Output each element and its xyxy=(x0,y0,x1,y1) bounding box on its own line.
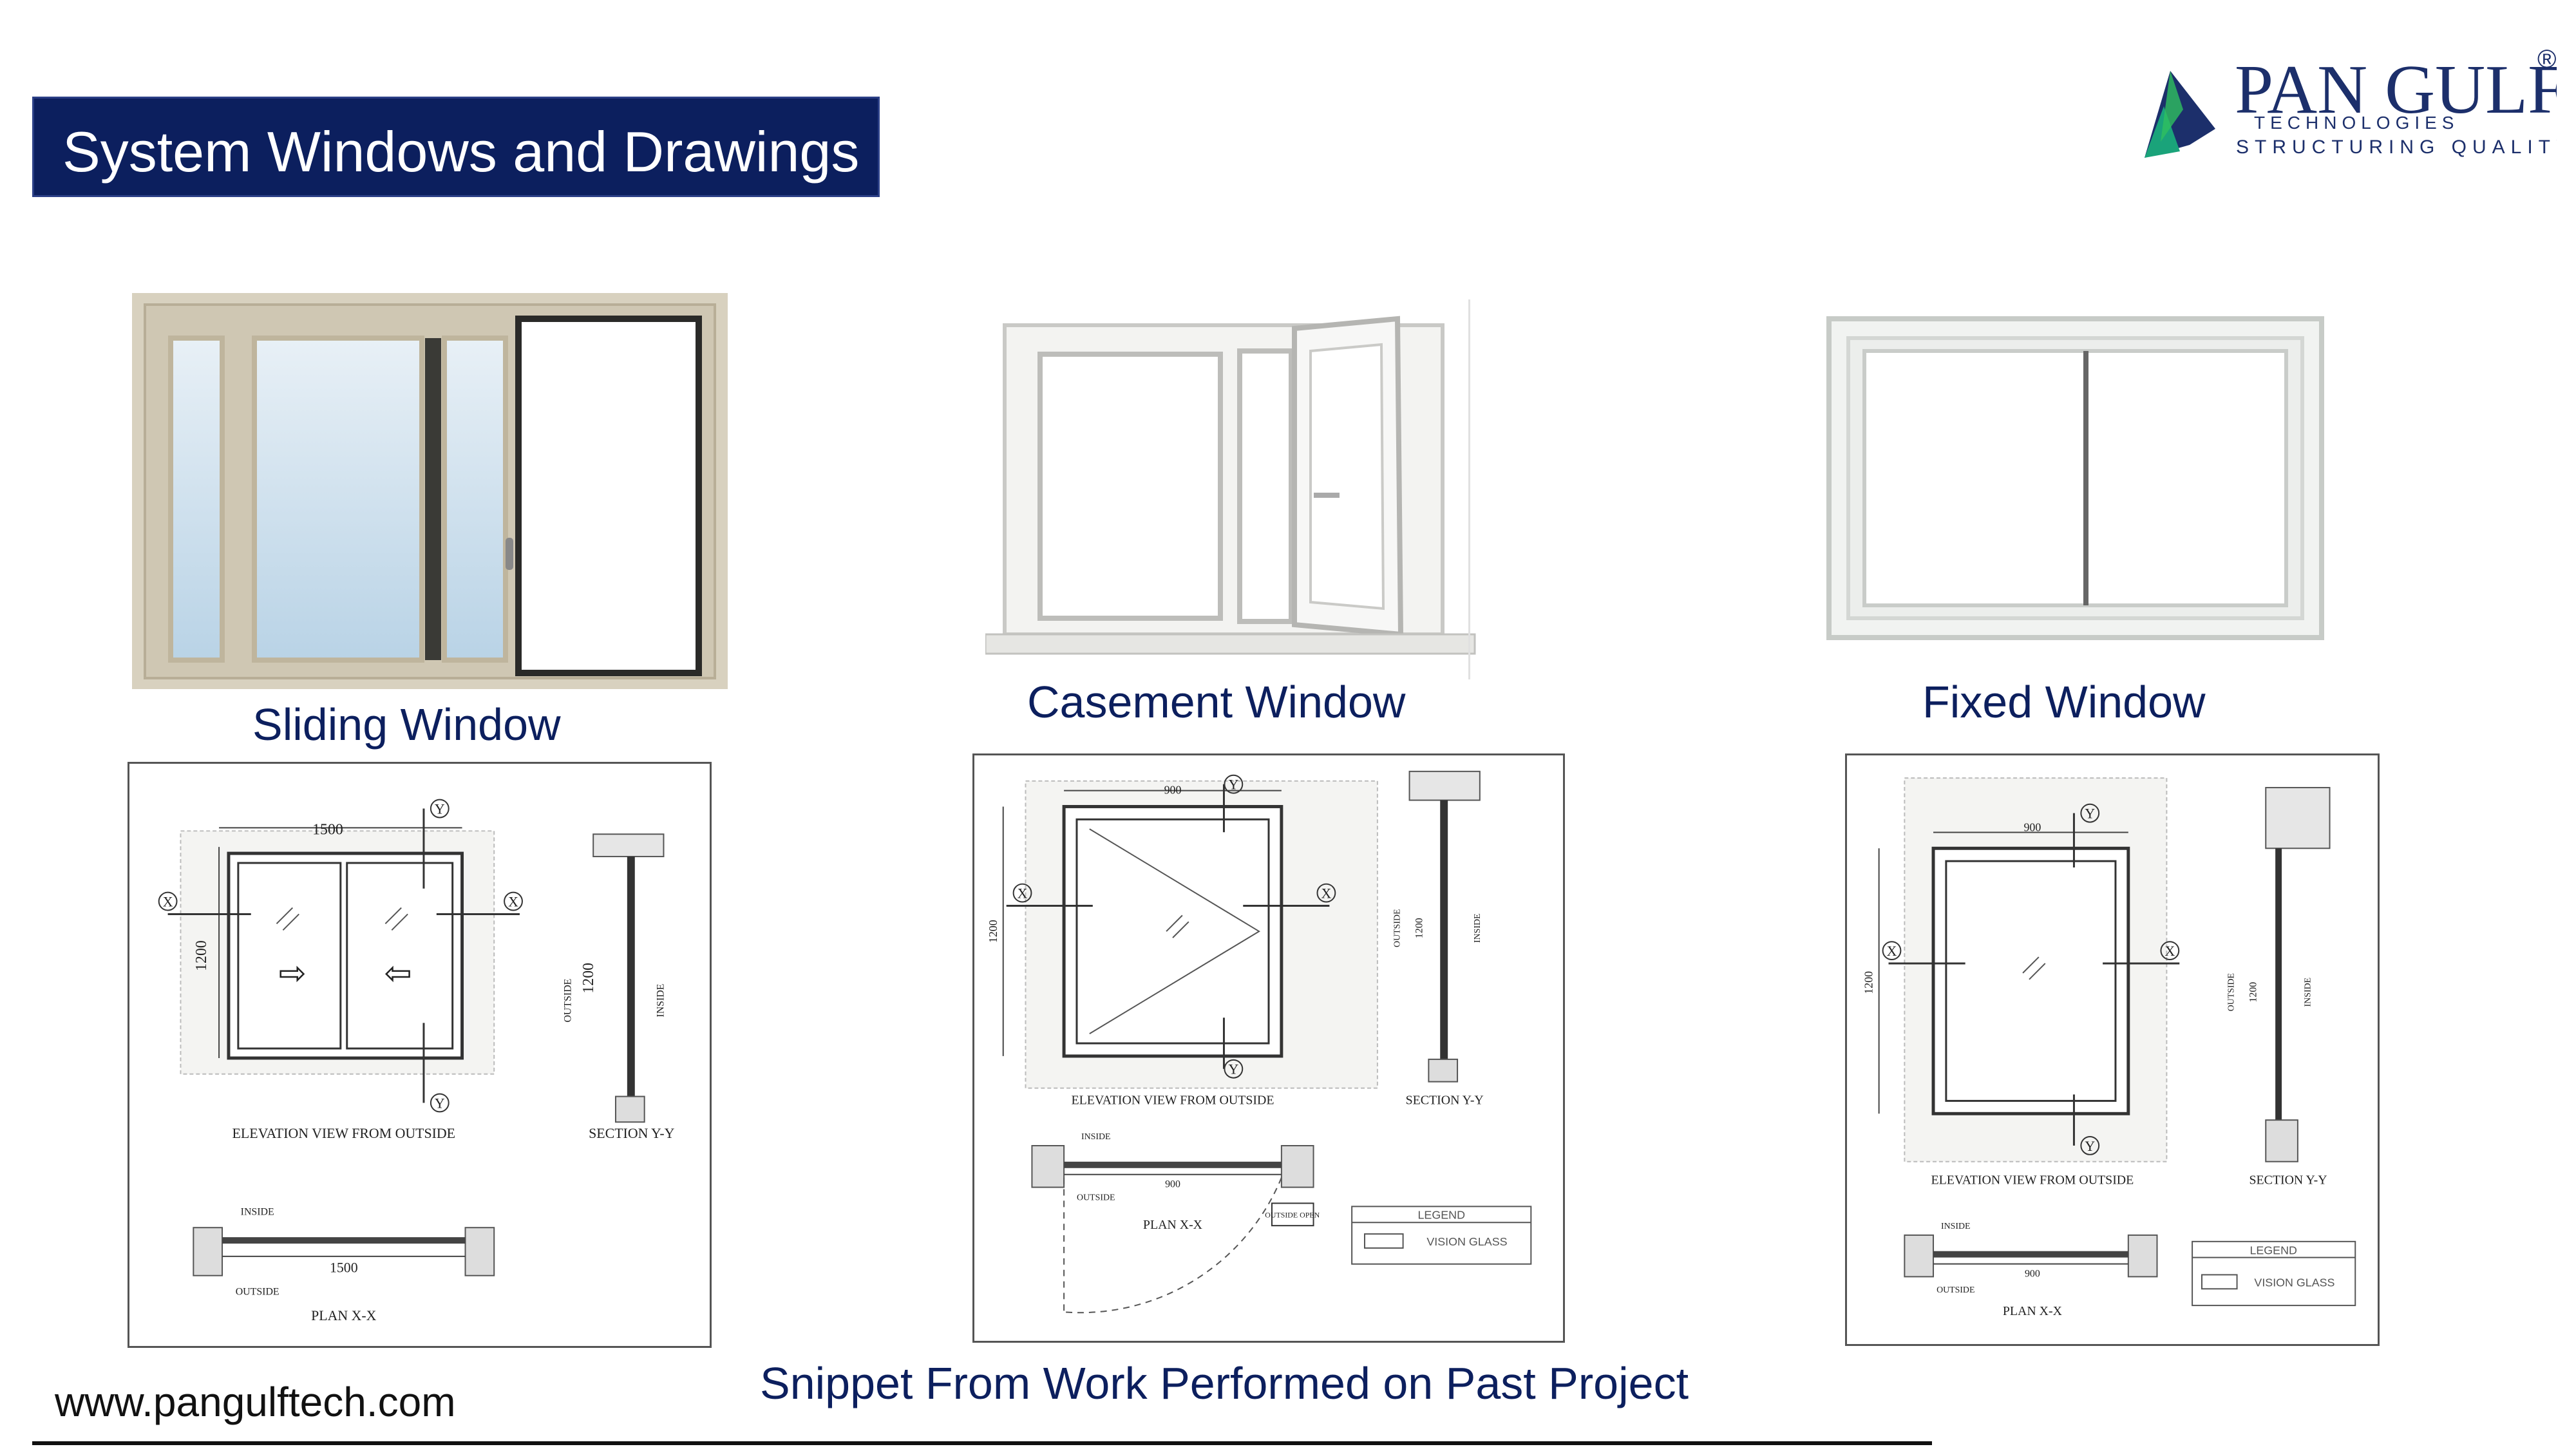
casement-window-drawing: 900 1200 X X Y Y ELEVATION VIEW FROM OUT… xyxy=(972,753,1565,1343)
title-banner: System Windows and Drawings xyxy=(32,97,880,197)
svg-text:PLAN X-X: PLAN X-X xyxy=(1143,1218,1202,1232)
svg-text:OUTSIDE OPEN: OUTSIDE OPEN xyxy=(1265,1210,1320,1219)
svg-text:1200: 1200 xyxy=(1414,918,1425,938)
svg-text:Y: Y xyxy=(2085,806,2095,822)
svg-text:STRUCTURING QUALITY: STRUCTURING QUALITY xyxy=(2236,137,2557,158)
casement-window-caption: Casement Window xyxy=(1027,677,1406,727)
svg-text:PLAN X-X: PLAN X-X xyxy=(311,1308,377,1323)
footer-divider xyxy=(32,1441,1932,1445)
svg-text:INSIDE: INSIDE xyxy=(241,1206,274,1217)
svg-text:VISION GLASS: VISION GLASS xyxy=(2254,1276,2334,1289)
svg-text:1500: 1500 xyxy=(312,821,343,838)
svg-text:LEGEND: LEGEND xyxy=(1417,1208,1465,1221)
svg-text:PLAN X-X: PLAN X-X xyxy=(2003,1304,2062,1318)
sliding-window-drawing: 1500 1200 ⇨ ⇦ X X Y Y ELEVATION VIEW FRO… xyxy=(128,762,712,1348)
svg-text:X: X xyxy=(508,895,518,910)
sliding-window-photo xyxy=(132,293,728,689)
svg-text:Y: Y xyxy=(2085,1139,2095,1154)
casement-window-photo xyxy=(985,299,1476,679)
svg-text:X: X xyxy=(2164,943,2175,959)
svg-text:Y: Y xyxy=(435,1095,445,1111)
svg-text:ELEVATION VIEW FROM OUTSIDE: ELEVATION VIEW FROM OUTSIDE xyxy=(1071,1093,1274,1107)
svg-text:OUTSIDE: OUTSIDE xyxy=(1077,1193,1115,1202)
svg-text:Y: Y xyxy=(1228,1062,1238,1077)
svg-text:X: X xyxy=(1887,943,1897,959)
svg-text:INSIDE: INSIDE xyxy=(1081,1132,1111,1142)
sliding-window-caption: Sliding Window xyxy=(252,699,561,750)
svg-text:INSIDE: INSIDE xyxy=(1941,1222,1970,1231)
svg-text:SECTION Y-Y: SECTION Y-Y xyxy=(1406,1093,1484,1107)
fixed-window-caption: Fixed Window xyxy=(1922,677,2206,727)
svg-text:1500: 1500 xyxy=(330,1260,358,1276)
svg-text:X: X xyxy=(1018,886,1028,902)
svg-text:⇨: ⇨ xyxy=(279,956,307,992)
svg-text:X: X xyxy=(1321,886,1332,902)
svg-text:®: ® xyxy=(2537,45,2556,73)
svg-text:INSIDE: INSIDE xyxy=(655,984,666,1018)
svg-text:LEGEND: LEGEND xyxy=(2249,1244,2297,1257)
svg-text:ELEVATION VIEW FROM OUTSIDE: ELEVATION VIEW FROM OUTSIDE xyxy=(232,1126,455,1141)
svg-text:900: 900 xyxy=(2025,1268,2040,1279)
svg-text:OUTSIDE: OUTSIDE xyxy=(562,979,573,1023)
website-url[interactable]: www.pangulftech.com xyxy=(55,1379,456,1425)
pan-gulf-logo: PAN GULF ® TECHNOLOGIES STRUCTURING QUAL… xyxy=(2145,45,2557,158)
fixed-window-drawing: 900 1200 X X Y Y ELEVATION VIEW FROM OUT… xyxy=(1845,753,2380,1346)
svg-text:900: 900 xyxy=(1165,1179,1180,1190)
svg-text:OUTSIDE: OUTSIDE xyxy=(236,1287,279,1298)
svg-text:INSIDE: INSIDE xyxy=(1473,913,1482,943)
svg-text:INSIDE: INSIDE xyxy=(2304,978,2313,1007)
svg-text:1200: 1200 xyxy=(193,940,210,971)
svg-text:SECTION Y-Y: SECTION Y-Y xyxy=(589,1126,675,1141)
svg-text:1200: 1200 xyxy=(1862,971,1875,994)
page-title: System Windows and Drawings xyxy=(62,120,860,184)
svg-text:VISION GLASS: VISION GLASS xyxy=(1426,1235,1507,1248)
svg-text:OUTSIDE: OUTSIDE xyxy=(2227,973,2237,1011)
svg-text:Y: Y xyxy=(1228,777,1238,793)
svg-text:1200: 1200 xyxy=(580,963,597,994)
svg-text:⇦: ⇦ xyxy=(384,956,412,992)
svg-text:OUTSIDE: OUTSIDE xyxy=(1937,1285,1975,1295)
svg-text:1200: 1200 xyxy=(987,920,999,943)
svg-text:PAN GULF: PAN GULF xyxy=(2235,52,2557,128)
svg-text:Y: Y xyxy=(435,801,445,817)
svg-text:OUTSIDE: OUTSIDE xyxy=(1393,909,1403,947)
svg-text:1200: 1200 xyxy=(2248,982,2259,1003)
fixed-window-photo xyxy=(1826,316,2324,640)
svg-text:TECHNOLOGIES: TECHNOLOGIES xyxy=(2254,113,2459,133)
svg-text:X: X xyxy=(163,895,173,910)
svg-text:900: 900 xyxy=(1164,784,1182,797)
svg-text:ELEVATION VIEW FROM OUTSIDE: ELEVATION VIEW FROM OUTSIDE xyxy=(1931,1173,2134,1187)
snippet-caption: Snippet From Work Performed on Past Proj… xyxy=(760,1358,1689,1408)
svg-text:SECTION Y-Y: SECTION Y-Y xyxy=(2249,1173,2327,1187)
svg-text:900: 900 xyxy=(2024,820,2041,833)
